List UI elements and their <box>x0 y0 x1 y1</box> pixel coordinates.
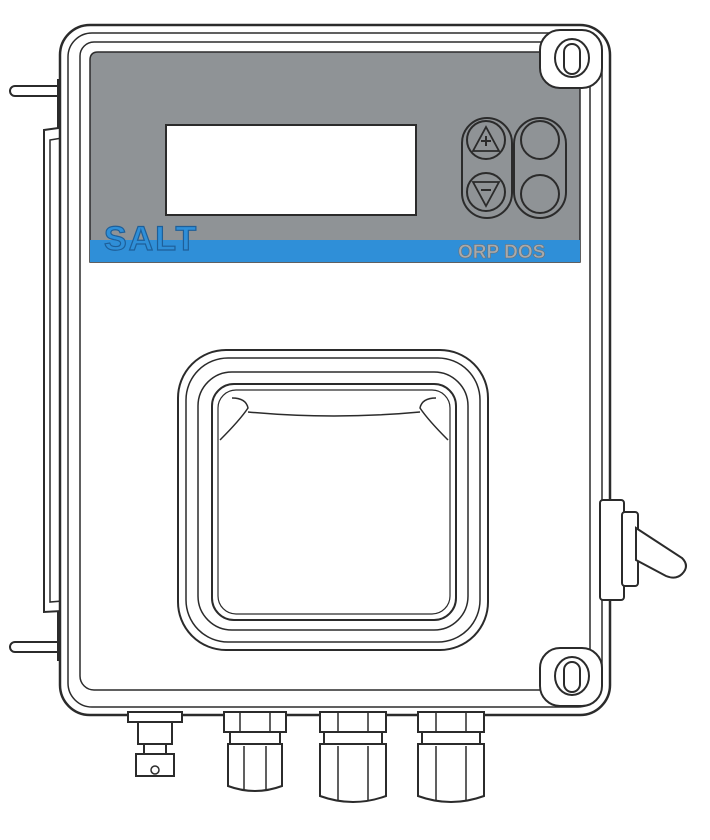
secondary-button-bottom[interactable] <box>520 174 560 214</box>
brand-label: SALT <box>104 220 198 258</box>
product-label: ORP DOS <box>458 242 545 263</box>
screw-top-right <box>539 29 603 89</box>
cable-gland-1 <box>223 711 287 792</box>
down-button[interactable] <box>466 172 506 212</box>
screw-bottom-right <box>539 647 603 707</box>
secondary-button-pod <box>513 117 567 219</box>
lcd-display <box>165 124 417 216</box>
cable-gland-2 <box>319 711 387 803</box>
arrow-button-pod <box>461 117 513 219</box>
down-arrow-minus-icon <box>471 181 501 208</box>
inspection-window <box>177 349 489 651</box>
side-switch[interactable] <box>599 499 687 601</box>
cable-gland-3 <box>417 711 485 803</box>
secondary-button-top[interactable] <box>520 120 560 160</box>
up-button[interactable] <box>466 120 506 160</box>
bnc-connector <box>127 711 183 777</box>
